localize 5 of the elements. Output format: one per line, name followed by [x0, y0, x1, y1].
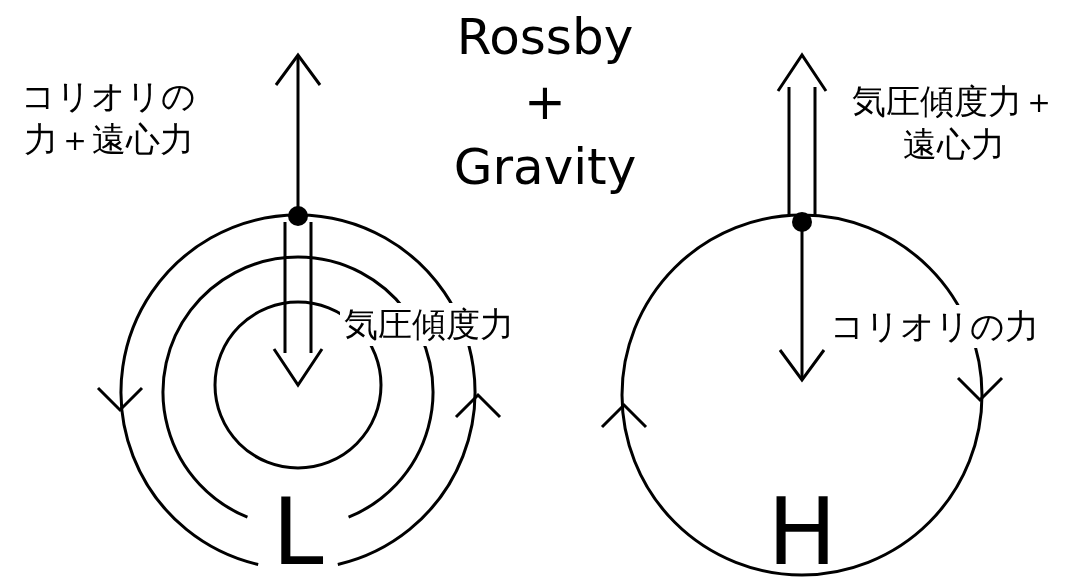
force-label: コリオリの力＋遠心力 — [20, 75, 198, 160]
diagram-title: Rossby + Gravity — [452, 7, 638, 198]
pressure-letter: L — [271, 478, 325, 583]
pressure-letter: H — [766, 478, 838, 583]
force-label: 気圧傾度力＋遠心力 — [850, 80, 1057, 165]
